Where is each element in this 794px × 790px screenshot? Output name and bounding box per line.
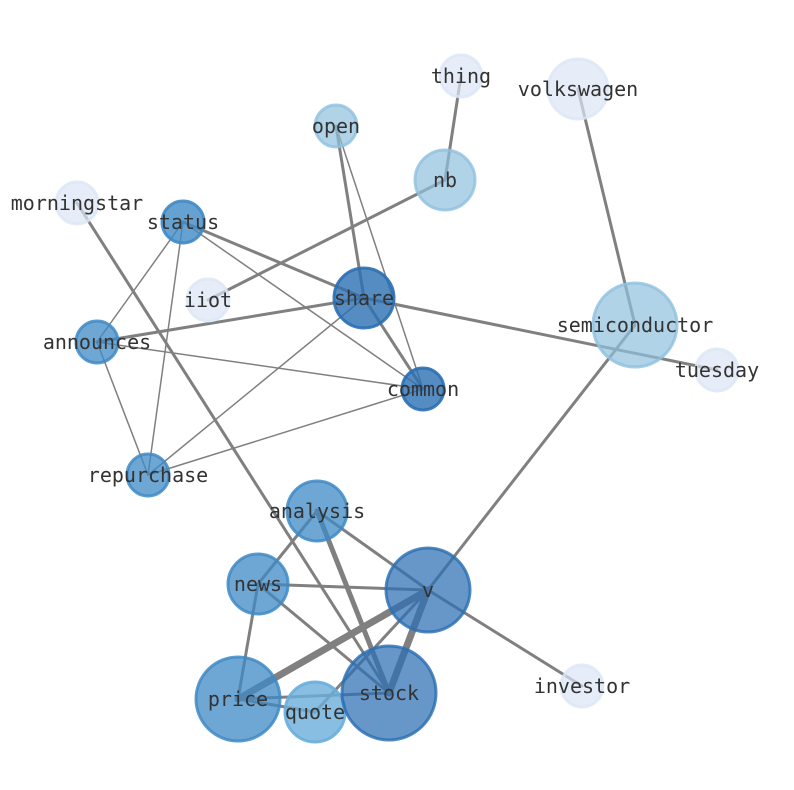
- node-label-share: share: [334, 286, 394, 310]
- edge-announces-common: [96, 341, 424, 390]
- node-label-semiconductor: semiconductor: [557, 313, 714, 337]
- node-thing: [438, 53, 484, 99]
- node-analysis: [285, 479, 349, 543]
- node-label-common: common: [387, 377, 459, 401]
- node-common: [400, 366, 446, 412]
- node-news: [226, 552, 290, 616]
- node-open: [313, 103, 359, 149]
- node-morningstar: [54, 180, 100, 226]
- edge-share-repurchase: [147, 297, 365, 476]
- node-layer: [54, 53, 740, 744]
- node-label-volkswagen: volkswagen: [518, 77, 638, 101]
- node-label-v: v: [422, 578, 434, 602]
- edge-status-common: [182, 221, 424, 390]
- node-volkswagen: [546, 57, 610, 121]
- node-label-stock: stock: [359, 681, 419, 705]
- node-label-tuesday: tuesday: [675, 358, 759, 382]
- edge-nb-iiot: [206, 178, 447, 302]
- node-label-nb: nb: [433, 168, 457, 192]
- node-label-morningstar: morningstar: [11, 191, 143, 215]
- edge-common-repurchase: [147, 388, 424, 476]
- node-label-iiot: iiot: [184, 288, 232, 312]
- node-label-analysis: analysis: [269, 499, 365, 523]
- node-semiconductor: [591, 281, 679, 369]
- edge-open-common: [335, 125, 424, 390]
- edge-share-announces: [95, 296, 366, 344]
- edge-status-repurchase: [147, 221, 184, 476]
- node-stock: [340, 644, 438, 742]
- edge-status-announces: [96, 221, 184, 343]
- node-nb: [413, 148, 477, 212]
- node-share: [332, 266, 396, 330]
- edge-status-share: [181, 220, 366, 300]
- node-label-open: open: [312, 114, 360, 138]
- node-label-status: status: [147, 210, 219, 234]
- node-label-announces: announces: [43, 330, 151, 354]
- node-label-thing: thing: [431, 64, 491, 88]
- node-label-quote: quote: [285, 700, 345, 724]
- node-label-news: news: [234, 572, 282, 596]
- node-label-price: price: [208, 687, 268, 711]
- edge-announces-repurchase: [96, 341, 149, 476]
- edge-semiconductor-v: [426, 323, 637, 592]
- node-label-repurchase: repurchase: [88, 463, 208, 487]
- node-price: [194, 655, 282, 743]
- node-announces: [74, 319, 120, 365]
- node-repurchase: [125, 452, 171, 498]
- node-investor: [559, 663, 605, 709]
- node-tuesday: [694, 347, 740, 393]
- node-status: [160, 199, 206, 245]
- node-v: [384, 546, 472, 634]
- node-iiot: [185, 277, 231, 323]
- node-label-investor: investor: [534, 674, 630, 698]
